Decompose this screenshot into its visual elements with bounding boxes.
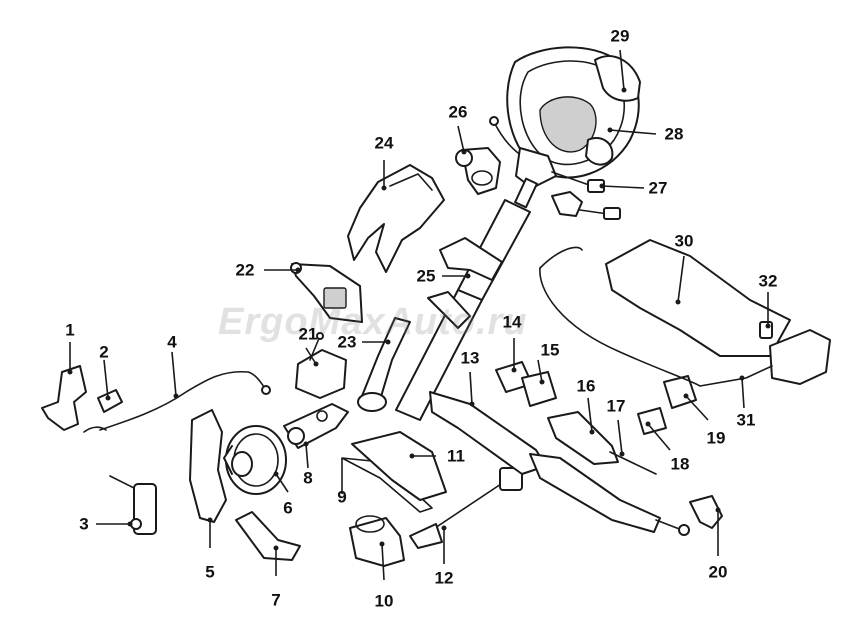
callout-25: 25 [416, 266, 436, 286]
callout-1: 1 [65, 320, 75, 340]
hose-clip [97, 389, 123, 413]
callout-6: 6 [283, 498, 293, 518]
rack-clamp [637, 407, 667, 435]
ignition-switch [455, 147, 501, 195]
rack-boot [547, 411, 657, 475]
hose-line [83, 370, 271, 433]
gear-housing [349, 515, 405, 567]
callout-24: 24 [374, 133, 394, 153]
callout-28: 28 [664, 124, 684, 144]
callout-10: 10 [374, 591, 394, 611]
callout-32: 32 [758, 271, 778, 291]
callout-13: 13 [460, 348, 480, 368]
callout-8: 8 [303, 468, 313, 488]
callout-30: 30 [674, 231, 694, 251]
callout-15: 15 [540, 340, 560, 360]
power-steering-reservoir [295, 332, 347, 399]
watermark: ErgoMaxAuto.ru [218, 301, 528, 343]
intermediate-shaft-boot [357, 317, 411, 412]
callout-18: 18 [670, 454, 690, 474]
callout-2: 2 [99, 342, 109, 362]
callout-7: 7 [271, 590, 281, 610]
crossmember-bracket [699, 329, 831, 387]
steering-rack [429, 391, 690, 536]
pitman-arm [41, 365, 87, 431]
callout-14: 14 [502, 312, 522, 332]
callout-3: 3 [79, 514, 89, 534]
callout-12: 12 [434, 568, 454, 588]
callout-20: 20 [708, 562, 728, 582]
callout-29: 29 [610, 26, 630, 46]
lower-bracket [235, 511, 301, 561]
stabilizer-bushing [663, 375, 697, 409]
leader-lines [69, 49, 769, 581]
callout-26: 26 [448, 102, 468, 122]
callout-5: 5 [205, 562, 215, 582]
column-cover [347, 164, 445, 273]
callout-19: 19 [706, 428, 726, 448]
steering-column [395, 177, 538, 421]
rack-bushing [495, 361, 557, 407]
pump-pulley [223, 425, 287, 495]
callout-4: 4 [167, 332, 177, 352]
mounting-plate [189, 409, 227, 523]
crossmember [539, 239, 791, 387]
column-bracket [290, 262, 363, 323]
steering-joint [283, 403, 349, 449]
callout-27: 27 [648, 178, 668, 198]
tie-rod [409, 467, 523, 549]
callout-31: 31 [736, 410, 756, 430]
ball-joint [689, 495, 723, 529]
crossmember-bolt [759, 321, 773, 339]
steering-damper [109, 475, 157, 535]
steering-wheel [506, 46, 641, 179]
callout-16: 16 [576, 376, 596, 396]
leader-dots [67, 87, 771, 551]
lower-boot [341, 431, 447, 513]
callout-17: 17 [606, 396, 626, 416]
callout-11: 11 [447, 446, 465, 466]
callout-9: 9 [337, 487, 347, 507]
callout-22: 22 [235, 260, 255, 280]
callout-21: 21 [298, 324, 318, 344]
callout-23: 23 [337, 332, 357, 352]
